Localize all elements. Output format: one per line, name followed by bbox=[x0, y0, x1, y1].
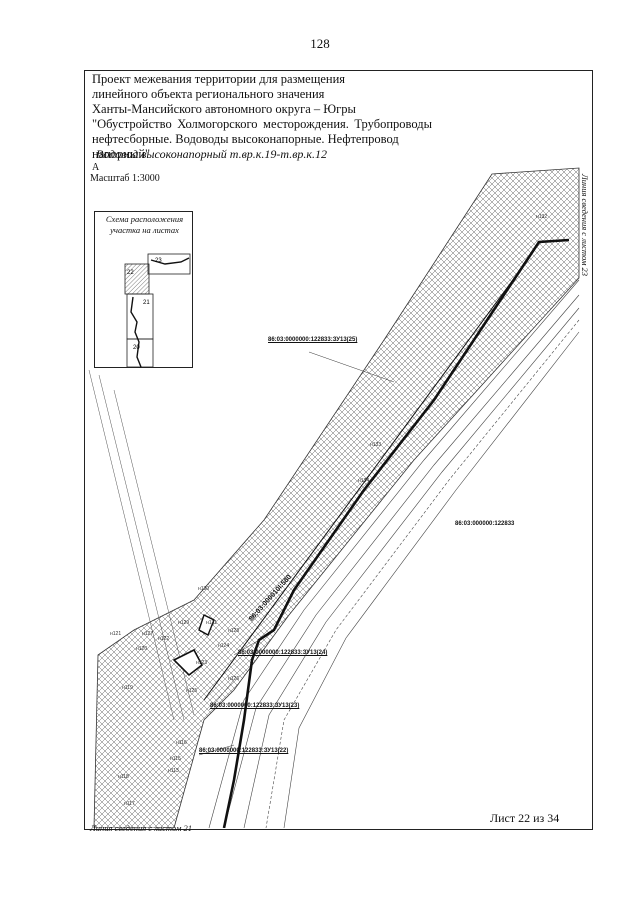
point-label: н119 bbox=[122, 685, 133, 691]
point-label: н116 bbox=[176, 740, 187, 746]
point-label: н115 bbox=[170, 756, 181, 762]
title-line-3: Ханты-Мансийского автономного округа – Ю… bbox=[92, 102, 356, 116]
inset-sheet-20: 20 bbox=[133, 345, 140, 351]
point-label: н123 bbox=[196, 660, 208, 666]
point-label: н127 bbox=[142, 631, 154, 637]
point-label: н125 bbox=[186, 688, 198, 694]
page-number: 128 bbox=[310, 36, 330, 51]
cad-label-parcel: 86:03:000000:122833 bbox=[455, 521, 515, 527]
inset-sheet-23: 23 bbox=[155, 258, 162, 264]
location-inset: Схема расположения участка на листах 23 … bbox=[94, 211, 193, 368]
title-quote-2: нефтесборные. Водоводы высоконапорные. Н… bbox=[92, 132, 399, 161]
inset-diagram: 23 22 21 20 bbox=[124, 253, 191, 368]
hatched-corridor bbox=[93, 167, 580, 828]
pipeline-line bbox=[222, 238, 570, 828]
north-arrow: А bbox=[92, 162, 100, 173]
point-label: н131 bbox=[206, 620, 218, 626]
point-label: н122 bbox=[158, 636, 170, 642]
point-label: н121 bbox=[110, 631, 122, 637]
section-title: Водовод высоконапорный т.вр.к.19-т.вр.к.… bbox=[96, 147, 328, 161]
point-label: н129 bbox=[178, 620, 190, 626]
join-line-label-right: Линия сведения с листом 23 bbox=[580, 174, 590, 277]
scale-label: Масштаб 1:3000 bbox=[90, 173, 160, 184]
point-label: н132 bbox=[536, 214, 548, 220]
point-label: н133 bbox=[370, 442, 382, 448]
cad-label-zu23: 86:03:0000000:122833:ЗУ13(23) bbox=[210, 703, 300, 709]
point-label: н126 bbox=[228, 676, 240, 682]
inset-title: Схема расположения участка на листах bbox=[95, 214, 194, 236]
inset-sheet-21: 21 bbox=[143, 300, 150, 306]
sheet-frame bbox=[84, 70, 593, 830]
cad-label-zu22: 86:03:0000000:122833:ЗУ13(22) bbox=[199, 748, 289, 754]
title-line-1: Проект межевания территории для размещен… bbox=[92, 72, 346, 86]
point-label: н117 bbox=[124, 801, 135, 807]
inset-title-line-1: Схема расположения bbox=[105, 214, 184, 224]
join-line-label-bottom: Линия сведения с листом 21 bbox=[90, 823, 193, 833]
point-label: н120 bbox=[136, 646, 148, 652]
title-line-2: линейного объекта регионального значения bbox=[92, 87, 325, 101]
sheet-number-label: Лист 22 из 34 bbox=[490, 811, 560, 825]
title-quote-1: "Обустройство Холмогорского месторождени… bbox=[92, 117, 432, 131]
title-block: Проект межевания территории для размещен… bbox=[92, 72, 432, 162]
point-label: н124 bbox=[218, 643, 230, 649]
point-label: н134 bbox=[358, 478, 370, 484]
point-label: н130 bbox=[198, 586, 210, 592]
point-label: н118 bbox=[118, 774, 129, 780]
inset-title-line-2: участка на листах bbox=[110, 225, 179, 235]
cad-label-zu24: 86:03:0000000:122833:ЗУ13(24) bbox=[238, 650, 328, 656]
point-label: н113 bbox=[168, 768, 179, 774]
map-drawing bbox=[88, 167, 580, 828]
cad-label-zu25: 86:03:0000000:122833:ЗУ13(25) bbox=[268, 337, 358, 343]
point-label: н128 bbox=[228, 628, 240, 634]
inset-sheet-22: 22 bbox=[127, 270, 134, 276]
